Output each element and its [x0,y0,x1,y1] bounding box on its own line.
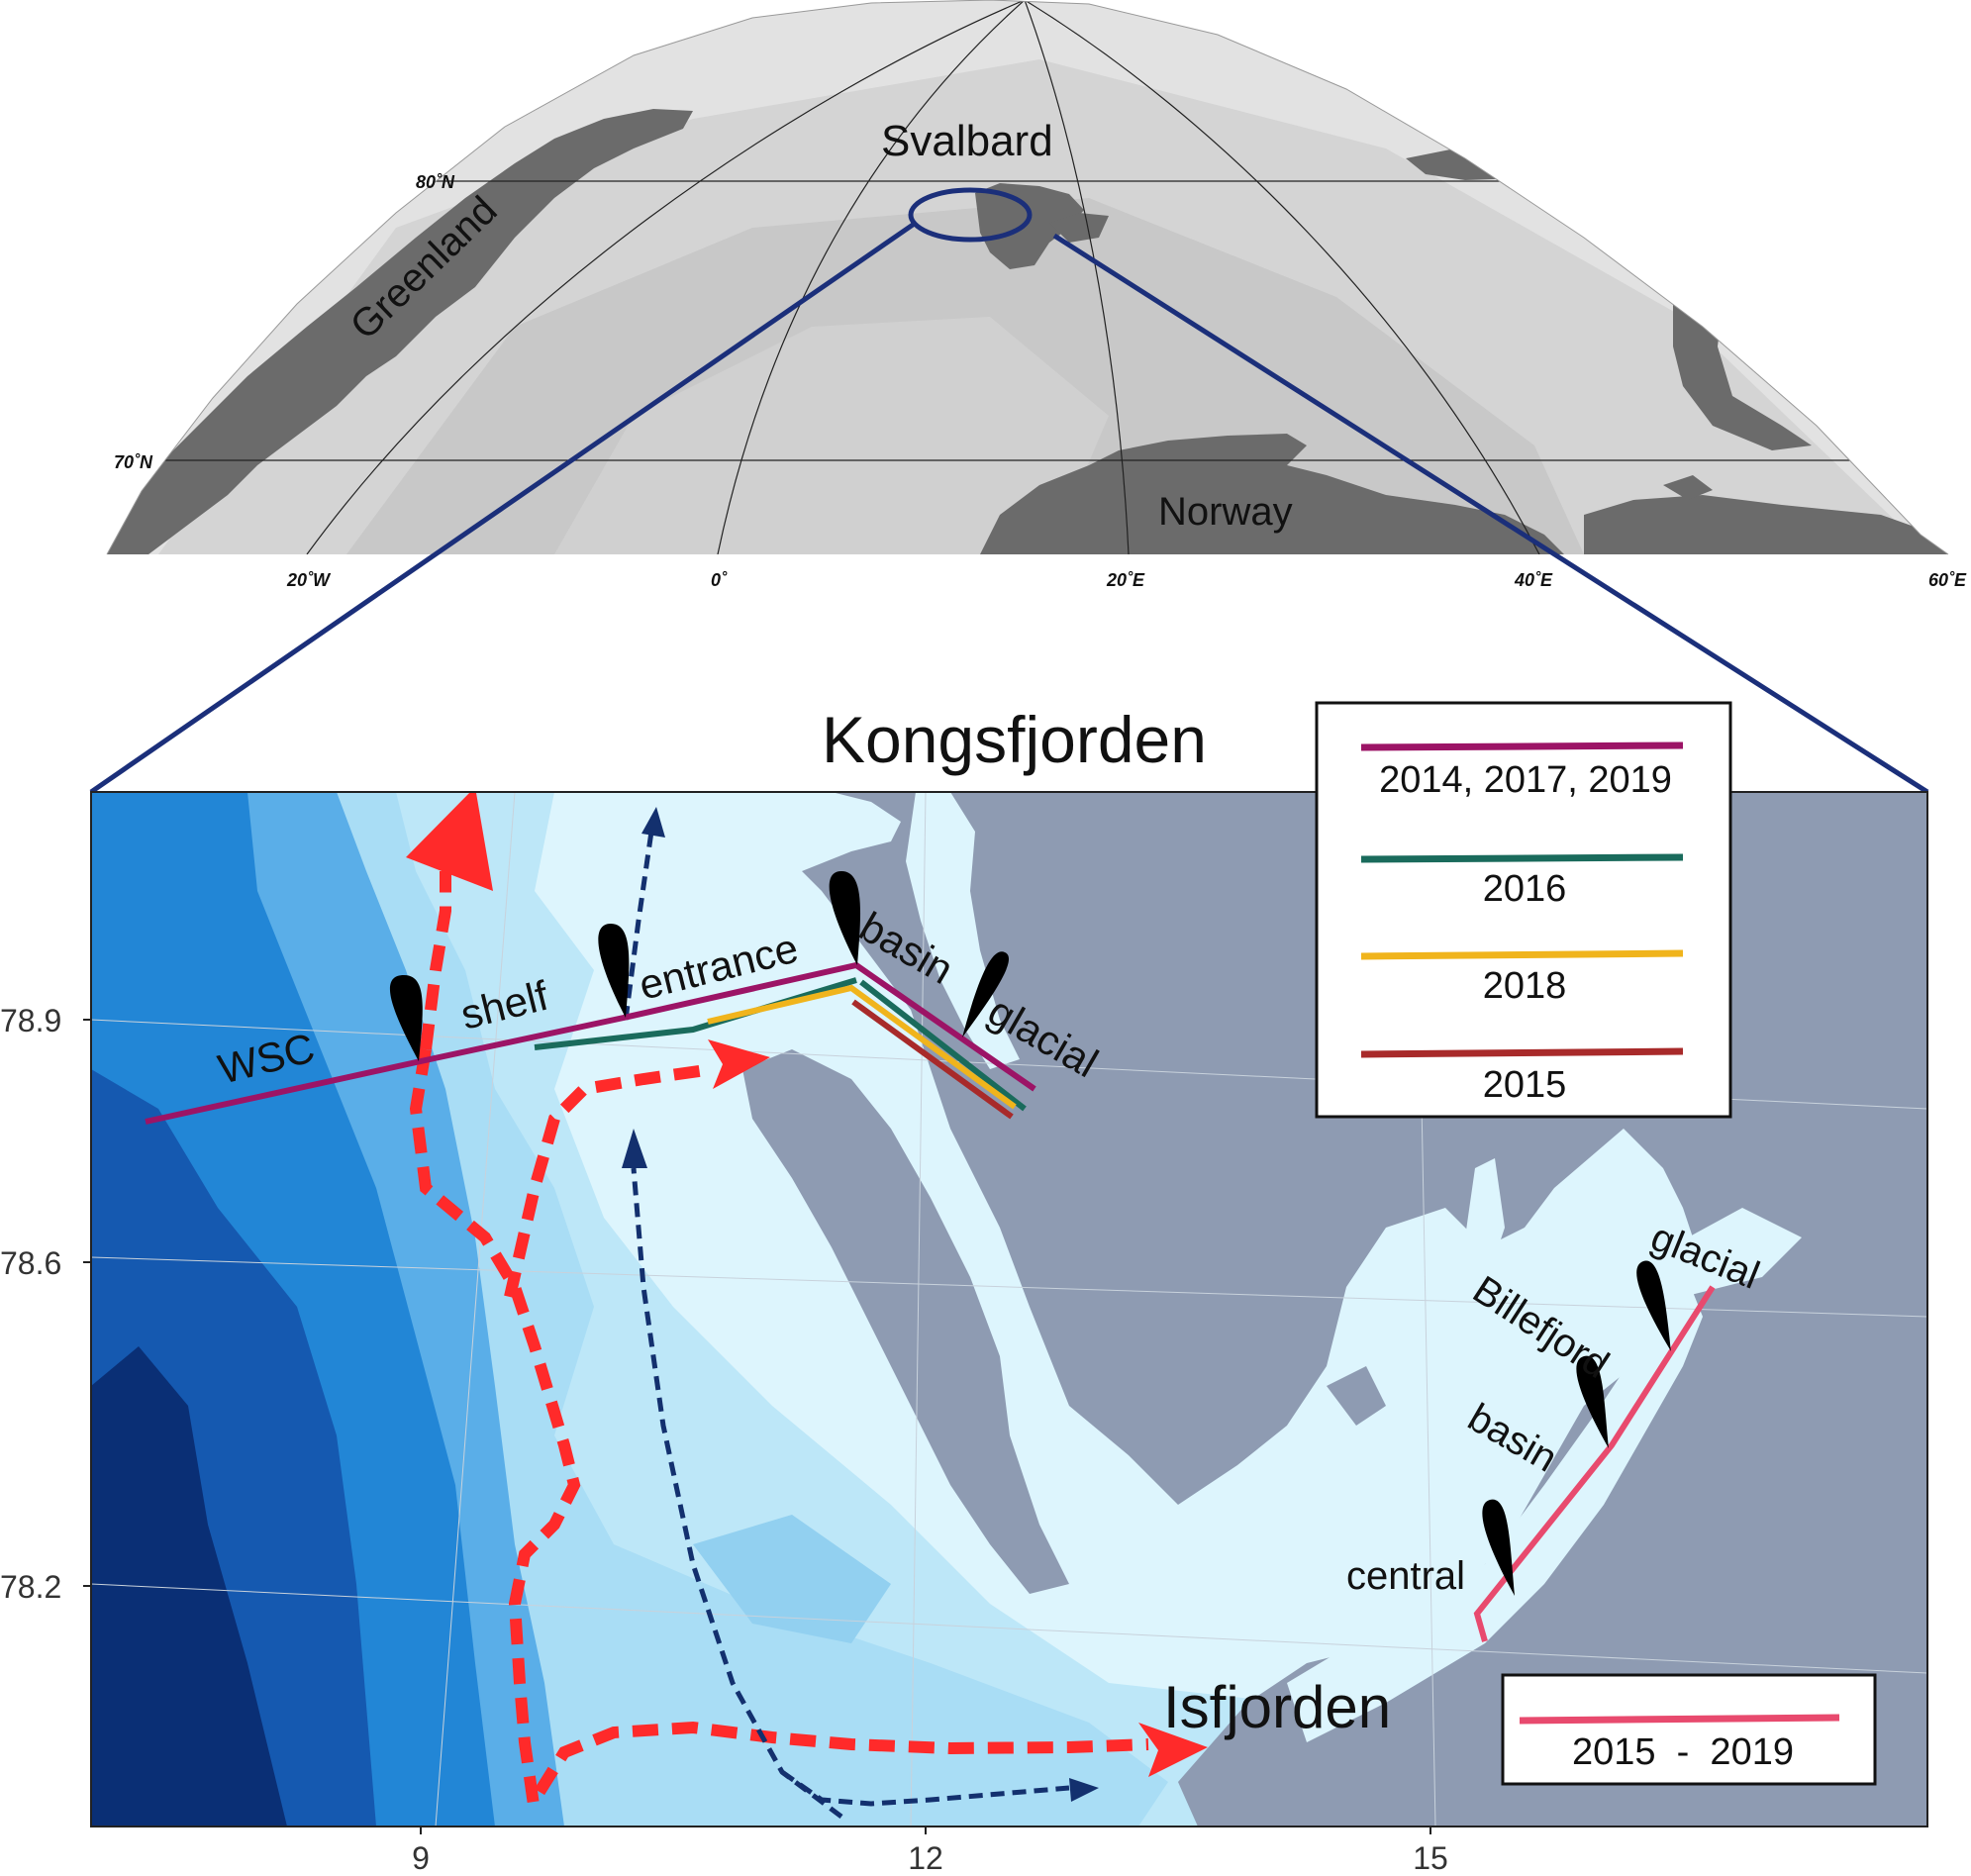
zoom-line-left [89,220,918,795]
overview-map: 80˚N 70˚N 20˚W 0˚ 20˚E 40˚E 60˚E Svalbar… [106,0,1967,590]
coastal-flow-arrowhead-isfjord [1069,1778,1099,1802]
legend-swatch-2016 [1360,853,1684,863]
boundary-marker-entrance-basin [829,871,861,965]
kongsfjorden-title: Kongsfjorden [822,703,1207,776]
detail-map-frame [90,791,1928,1827]
norway-label: Norway [1158,490,1293,534]
transect-2015 [851,999,1014,1120]
lon-label-40e: 40˚E [1514,570,1553,590]
boundary-marker-isf-basin-billefjord [1576,1355,1609,1448]
boundary-marker-isf-billefjord-glacial [1636,1260,1671,1351]
x-tick-9: 9 [412,1840,430,1876]
svalbard-highlight-ellipse [908,187,1033,243]
transect-isfjorden-2015-2019 [1473,1285,1716,1642]
boundary-marker-wsc-shelf [389,975,423,1061]
atlantic-flow-isfjord [534,1721,1149,1796]
atlantic-flow-shelf-loop [504,1063,714,1299]
boundary-marker-basin-glacial [962,951,1010,1037]
land-peninsula [742,1049,1069,1594]
zoom-line-right [1052,233,1929,795]
legend-kongsfjorden: 2014, 2017, 2019 2016 2018 2015 [1315,701,1732,1119]
x-tick-15: 15 [1413,1840,1448,1876]
atlantic-flow-arrowhead-kongsfjord [708,1039,770,1089]
svalbard-landmass [975,183,1084,269]
atlantic-flow-coastal [409,1048,581,1813]
x-tick-12: 12 [908,1840,943,1876]
lon-40e [1024,0,1540,554]
transect-2014-2017-2019 [145,961,1036,1125]
atlantic-flow-north [420,871,451,1050]
x-axis: 9 12 15 [412,1827,1448,1876]
legend-swatch-2014-2017-2019 [1360,741,1684,751]
legend-label-2014-2017-2019: 2014, 2017, 2019 [1379,759,1672,801]
legend-label-2015: 2015 [1483,1064,1567,1106]
atlantic-flow-arrowhead-north [406,792,493,891]
detail-map: WSC shelf entrance basin glacial central… [91,792,1927,1827]
legend-swatch-2018 [1360,949,1684,960]
legend-label-2015-2019: 2015 - 2019 [1572,1731,1794,1773]
transect-2016-inner [859,979,1027,1112]
legend-label-2018: 2018 [1483,965,1567,1007]
atlantic-flow-arrowhead-isfjord [1138,1723,1208,1777]
legend-swatch-2015 [1360,1047,1684,1058]
svalbard-label: Svalbard [881,117,1053,165]
lon-0 [717,0,1026,554]
isfjorden-label: Isfjorden [1163,1674,1391,1740]
lon-label-20w: 20˚W [286,570,332,590]
y-tick-78-6: 78.6 [0,1245,61,1281]
greenland-landmass [107,109,693,554]
lon-20e [1024,0,1130,554]
coastal-flow-north [623,831,654,1021]
lat-label-70n: 70˚N [114,452,153,472]
coastal-flow-arrowhead-north [641,807,665,838]
lon-label-0: 0˚ [711,570,728,590]
coastal-flow-arrowhead-kongsfjord [622,1129,647,1168]
legend-label-2016: 2016 [1483,868,1567,910]
boundary-marker-shelf-entrance [598,924,630,1018]
isf-segment-label-central: central [1346,1554,1465,1598]
norway-landmass [980,434,1564,554]
legend-isfjorden: 2015 - 2019 [1501,1673,1877,1786]
y-tick-78-9: 78.9 [0,1003,61,1038]
y-tick-78-2: 78.2 [0,1569,61,1605]
legend-swatch-2015-2019 [1519,1714,1840,1725]
y-axis: 78.9 78.6 78.2 [0,1003,91,1605]
boundary-marker-isf-central-basin [1482,1499,1515,1596]
lon-label-60e: 60˚E [1928,570,1967,590]
transect-2018 [707,984,1017,1110]
lat-label-80n: 80˚N [416,172,455,192]
lon-label-20e: 20˚E [1106,570,1145,590]
lon-20w [306,0,1026,554]
